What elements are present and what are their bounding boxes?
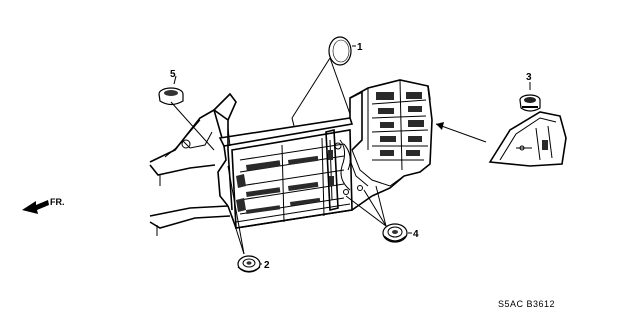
part-1-grommet[interactable] [328, 36, 352, 66]
callout-4-label: 4 [413, 229, 419, 240]
front-direction-indicator: FR. [22, 197, 65, 214]
callout-2-label: 2 [264, 260, 270, 271]
callout-3-label: 3 [526, 72, 532, 83]
view-arrow [435, 122, 487, 143]
front-arrow-icon [22, 200, 49, 214]
front-direction-label: FR. [50, 197, 65, 207]
part-3-grommet[interactable] [519, 94, 541, 112]
part-5-grommet[interactable] [158, 87, 184, 106]
callout-5-label: 5 [170, 69, 176, 80]
side-trim-panel [488, 111, 567, 167]
part-4-grommet[interactable] [382, 223, 408, 243]
leader-lines [170, 45, 531, 265]
callout-labels: 1 2 3 4 5 [170, 42, 532, 271]
part-2-grommet[interactable] [237, 255, 261, 273]
car-body-structure [149, 79, 433, 236]
callout-1-label: 1 [357, 42, 363, 53]
diagram-code: S5AC B3612 [498, 299, 556, 309]
